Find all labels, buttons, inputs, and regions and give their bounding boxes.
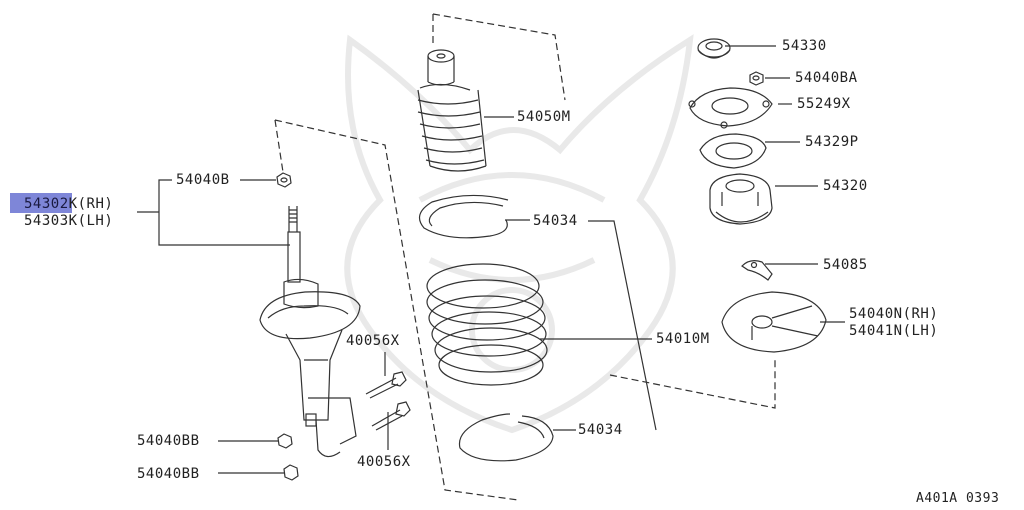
label-54034-upper[interactable]: 54034	[533, 213, 578, 229]
label-54302K-rh[interactable]: 54302K(RH)	[24, 196, 113, 212]
boot-dashed-box	[432, 13, 566, 101]
part-54034-lower-seat	[458, 413, 554, 462]
label-54302K-suffix: K(RH)	[68, 196, 114, 212]
label-54329P[interactable]: 54329P	[805, 134, 859, 150]
label-54040N-rh[interactable]: 54040N(RH)	[849, 306, 939, 322]
watermark-emblem	[344, 34, 694, 434]
part-40056X-bolt-upper	[365, 371, 407, 399]
mount-dashed-box	[609, 360, 776, 409]
label-54040BB-upper[interactable]: 54040BB	[137, 433, 200, 449]
label-40056X-lower[interactable]: 40056X	[357, 454, 411, 470]
part-54034-upper-seat	[418, 194, 509, 239]
part-54010M-coil-spring	[426, 263, 548, 386]
label-54320[interactable]: 54320	[823, 178, 868, 194]
part-55249X-plate	[688, 87, 773, 129]
part-54320-strut-mount	[709, 173, 773, 225]
label-54010M[interactable]: 54010M	[656, 331, 710, 347]
part-54040BB-nut-upper	[277, 433, 293, 449]
diagram-code: A401A 0393	[916, 491, 1000, 506]
part-54330-bump-cap	[697, 38, 731, 59]
part-54040N-insulator	[721, 291, 827, 353]
label-40056X-upper[interactable]: 40056X	[346, 333, 400, 349]
label-54034-lower[interactable]: 54034	[578, 422, 623, 438]
leader-lines	[137, 45, 845, 474]
part-54085-washer	[741, 260, 773, 281]
label-54085[interactable]: 54085	[823, 257, 868, 273]
label-55249X[interactable]: 55249X	[797, 96, 851, 112]
label-54040BB-lower[interactable]: 54040BB	[137, 466, 200, 482]
part-54050M-boot	[417, 49, 487, 172]
part-40056X-bolt-lower	[371, 401, 411, 431]
label-54040BA[interactable]: 54040BA	[795, 70, 858, 86]
part-54040BA-nut	[749, 71, 764, 86]
label-54330[interactable]: 54330	[782, 38, 827, 54]
label-54041N-lh[interactable]: 54041N(LH)	[849, 323, 939, 339]
highlighted-part-number: 54302	[24, 196, 69, 212]
part-54302K-strut	[259, 206, 361, 458]
part-54329P-seal	[699, 133, 767, 169]
part-54040B-nut	[276, 172, 292, 188]
part-54040BB-nut-lower	[283, 464, 299, 481]
strut-dashed-box	[274, 119, 519, 501]
label-54040B[interactable]: 54040B	[176, 172, 230, 188]
label-54050M[interactable]: 54050M	[517, 109, 571, 125]
label-54303K-lh[interactable]: 54303K(LH)	[24, 213, 114, 229]
